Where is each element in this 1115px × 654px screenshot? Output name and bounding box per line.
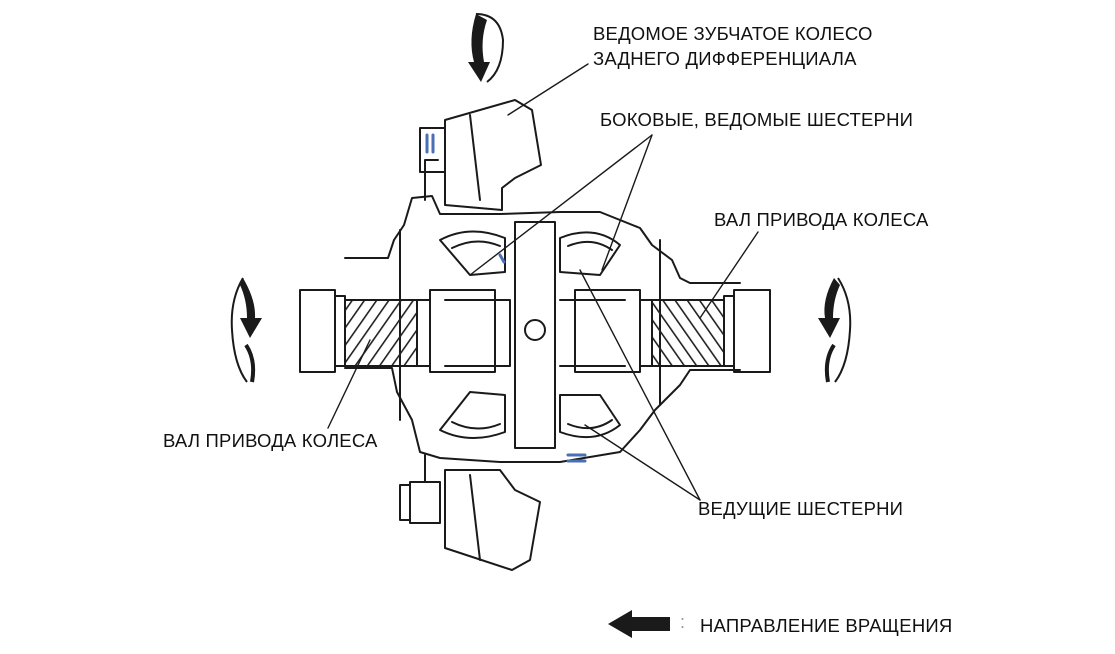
side-gears xyxy=(429,289,641,373)
rotation-arrow-left-icon xyxy=(230,277,262,383)
ring-gear-bottom xyxy=(399,454,541,571)
ring-gear-label: ВЕДОМОЕ ЗУБЧАТОЕ КОЛЕСО ЗАДНЕГО ДИФФЕРЕН… xyxy=(593,21,873,71)
legend-rotation-label: НАПРАВЛЕНИЕ ВРАЩЕНИЯ xyxy=(700,615,953,636)
leader-lines xyxy=(327,63,759,501)
rotation-arrow-top-icon xyxy=(468,13,505,83)
side-gears-label: БОКОВЫЕ, ВЕДОМЫЕ ШЕСТЕРНИ xyxy=(600,109,914,130)
right-drive-shaft xyxy=(639,289,771,373)
ring-gear-label-line2: ЗАДНЕГО ДИФФЕРЕНЦИАЛА xyxy=(593,48,857,69)
drive-shaft-left-label: ВАЛ ПРИВОДА КОЛЕСА xyxy=(163,430,378,451)
legend-arrow-icon xyxy=(608,610,670,638)
pinion-shaft xyxy=(514,221,556,449)
seal-marks xyxy=(425,133,587,463)
drive-shaft-right-label: ВАЛ ПРИВОДА КОЛЕСА xyxy=(714,209,929,230)
left-drive-shaft xyxy=(299,289,431,373)
pinion-gears-label: ВЕДУЩИЕ ШЕСТЕРНИ xyxy=(698,498,904,519)
ring-gear-top xyxy=(419,99,542,211)
ring-gear-label-line1: ВЕДОМОЕ ЗУБЧАТОЕ КОЛЕСО xyxy=(593,23,873,44)
rotation-arrow-right-icon xyxy=(818,277,852,383)
legend-separator: : xyxy=(680,612,686,632)
pinion-gears xyxy=(439,230,621,440)
